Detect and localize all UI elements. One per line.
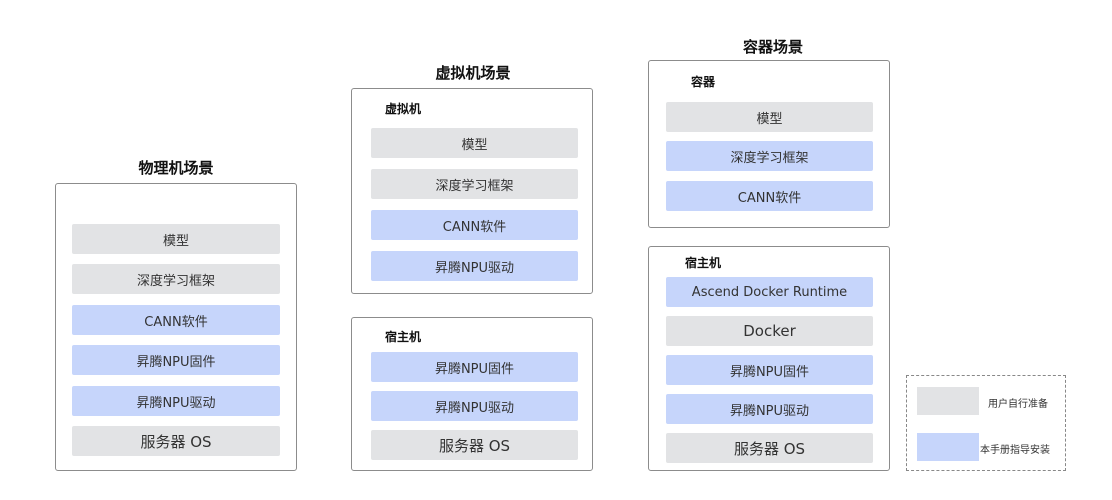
- layer-model: 模型: [72, 224, 280, 254]
- layer-server-os: 服务器 OS: [666, 433, 873, 463]
- virtual-machine-panel: 虚拟机 模型 深度学习框架 CANN软件 昇腾NPU驱动: [351, 88, 593, 294]
- layer-npu-firmware: 昇腾NPU固件: [72, 345, 280, 375]
- layer-npu-firmware: 昇腾NPU固件: [371, 352, 578, 382]
- legend-label-user: 用户自行准备: [988, 399, 1048, 410]
- container-scenario-title: 容器场景: [742, 38, 803, 56]
- host-label: 宿主机: [685, 256, 722, 270]
- layer-server-os: 服务器 OS: [72, 426, 280, 456]
- layer-model: 模型: [371, 128, 578, 158]
- layer-dl-framework: 深度学习框架: [666, 141, 873, 171]
- layer-cann: CANN软件: [666, 181, 873, 211]
- legend-label-manual: 本手册指导安装: [980, 445, 1050, 456]
- layer-cann: CANN软件: [371, 210, 578, 240]
- vm-scenario-title: 虚拟机场景: [435, 64, 511, 82]
- layer-model: 模型: [666, 102, 873, 132]
- container-label: 容器: [691, 75, 716, 89]
- layer-npu-driver: 昇腾NPU驱动: [666, 394, 873, 424]
- vm-label: 虚拟机: [385, 102, 422, 116]
- vm-host-panel: 宿主机 昇腾NPU固件 昇腾NPU驱动 服务器 OS: [351, 317, 593, 471]
- layer-docker: Docker: [666, 316, 873, 346]
- layer-npu-firmware: 昇腾NPU固件: [666, 355, 873, 385]
- layer-npu-driver: 昇腾NPU驱动: [371, 391, 578, 421]
- container-host-panel: 宿主机 Ascend Docker Runtime Docker 昇腾NPU固件…: [648, 246, 890, 471]
- physical-scenario-title: 物理机场景: [138, 159, 214, 177]
- legend-swatch-manual: [917, 433, 979, 461]
- layer-dl-framework: 深度学习框架: [72, 264, 280, 294]
- layer-dl-framework: 深度学习框架: [371, 169, 578, 199]
- legend-swatch-user: [917, 387, 979, 415]
- legend: 用户自行准备 本手册指导安装: [906, 375, 1066, 471]
- layer-cann: CANN软件: [72, 305, 280, 335]
- layer-npu-driver: 昇腾NPU驱动: [371, 251, 578, 281]
- container-panel: 容器 模型 深度学习框架 CANN软件: [648, 60, 890, 228]
- physical-machine-panel: 模型 深度学习框架 CANN软件 昇腾NPU固件 昇腾NPU驱动 服务器 OS: [55, 183, 297, 471]
- layer-ascend-docker-runtime: Ascend Docker Runtime: [666, 277, 873, 307]
- host-label: 宿主机: [385, 330, 422, 344]
- layer-npu-driver: 昇腾NPU驱动: [72, 386, 280, 416]
- layer-server-os: 服务器 OS: [371, 430, 578, 460]
